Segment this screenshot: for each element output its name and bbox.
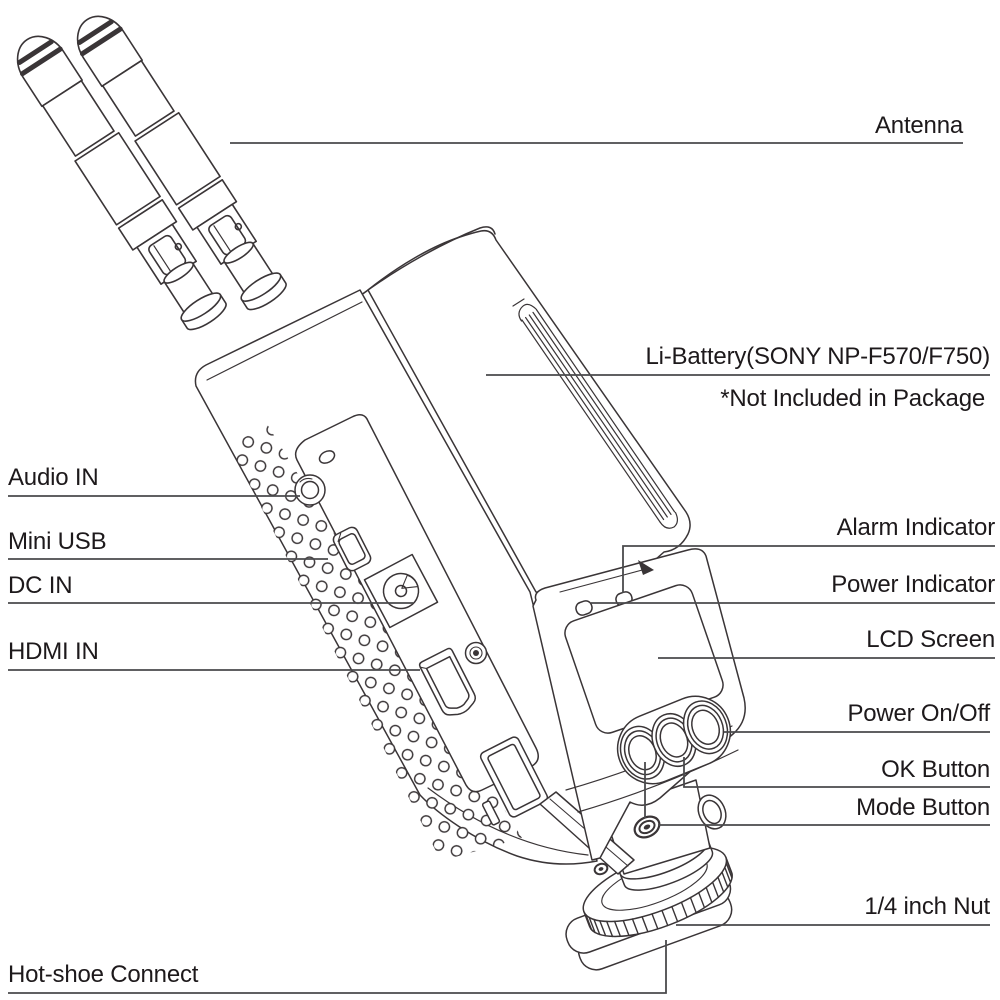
audio-in-jack: [294, 474, 326, 506]
power-led: [575, 600, 593, 616]
label-hdmi-in: HDMI IN: [8, 638, 99, 665]
label-audio-in: Audio IN: [8, 464, 99, 491]
label-battery-note: *Not Included in Package: [720, 385, 985, 412]
mode-button-shape: [633, 815, 661, 839]
chassis-side: [194, 289, 598, 865]
battery-rail-groove: [512, 298, 678, 529]
label-dc-in: DC IN: [8, 572, 73, 599]
dc-in-jack: [363, 553, 439, 629]
leader-lines: [8, 142, 995, 994]
label-hot-shoe-connect: Hot-shoe Connect: [8, 961, 199, 988]
leader-hot-shoe: [8, 940, 667, 994]
leader-alarm-indicator: [622, 545, 995, 593]
label-power-on-off: Power On/Off: [847, 700, 990, 727]
leader-mode-button: [644, 762, 990, 826]
hdmi-in-port: [418, 647, 477, 716]
shadow-wedge: [638, 560, 654, 575]
label-alarm-indicator: Alarm Indicator: [836, 514, 996, 541]
mini-usb-port: [332, 526, 372, 572]
label-mode-button: Mode Button: [856, 794, 990, 821]
label-lcd-screen: LCD Screen: [866, 626, 995, 653]
label-mini-usb: Mini USB: [8, 528, 107, 555]
pin: [593, 862, 609, 876]
screw-hole: [464, 641, 488, 665]
label-quarter-inch-nut: 1/4 inch Nut: [864, 893, 990, 920]
label-antenna: Antenna: [874, 112, 963, 139]
front-panel: [532, 548, 746, 861]
power-button-shape: [682, 700, 729, 755]
leader-ok-button: [683, 757, 990, 788]
label-battery: Li-Battery(SONY NP-F570/F750): [645, 343, 990, 370]
battery: [356, 226, 691, 594]
plate-hole: [318, 450, 336, 464]
label-power-indicator: Power Indicator: [831, 571, 995, 598]
button-cluster: [616, 695, 732, 785]
battery-latch-slot: [479, 736, 549, 818]
latch-tab: [481, 800, 501, 826]
side-oval-detail: [697, 794, 727, 830]
mode-nav-button: [619, 725, 666, 780]
label-ok-button: OK Button: [881, 756, 990, 783]
